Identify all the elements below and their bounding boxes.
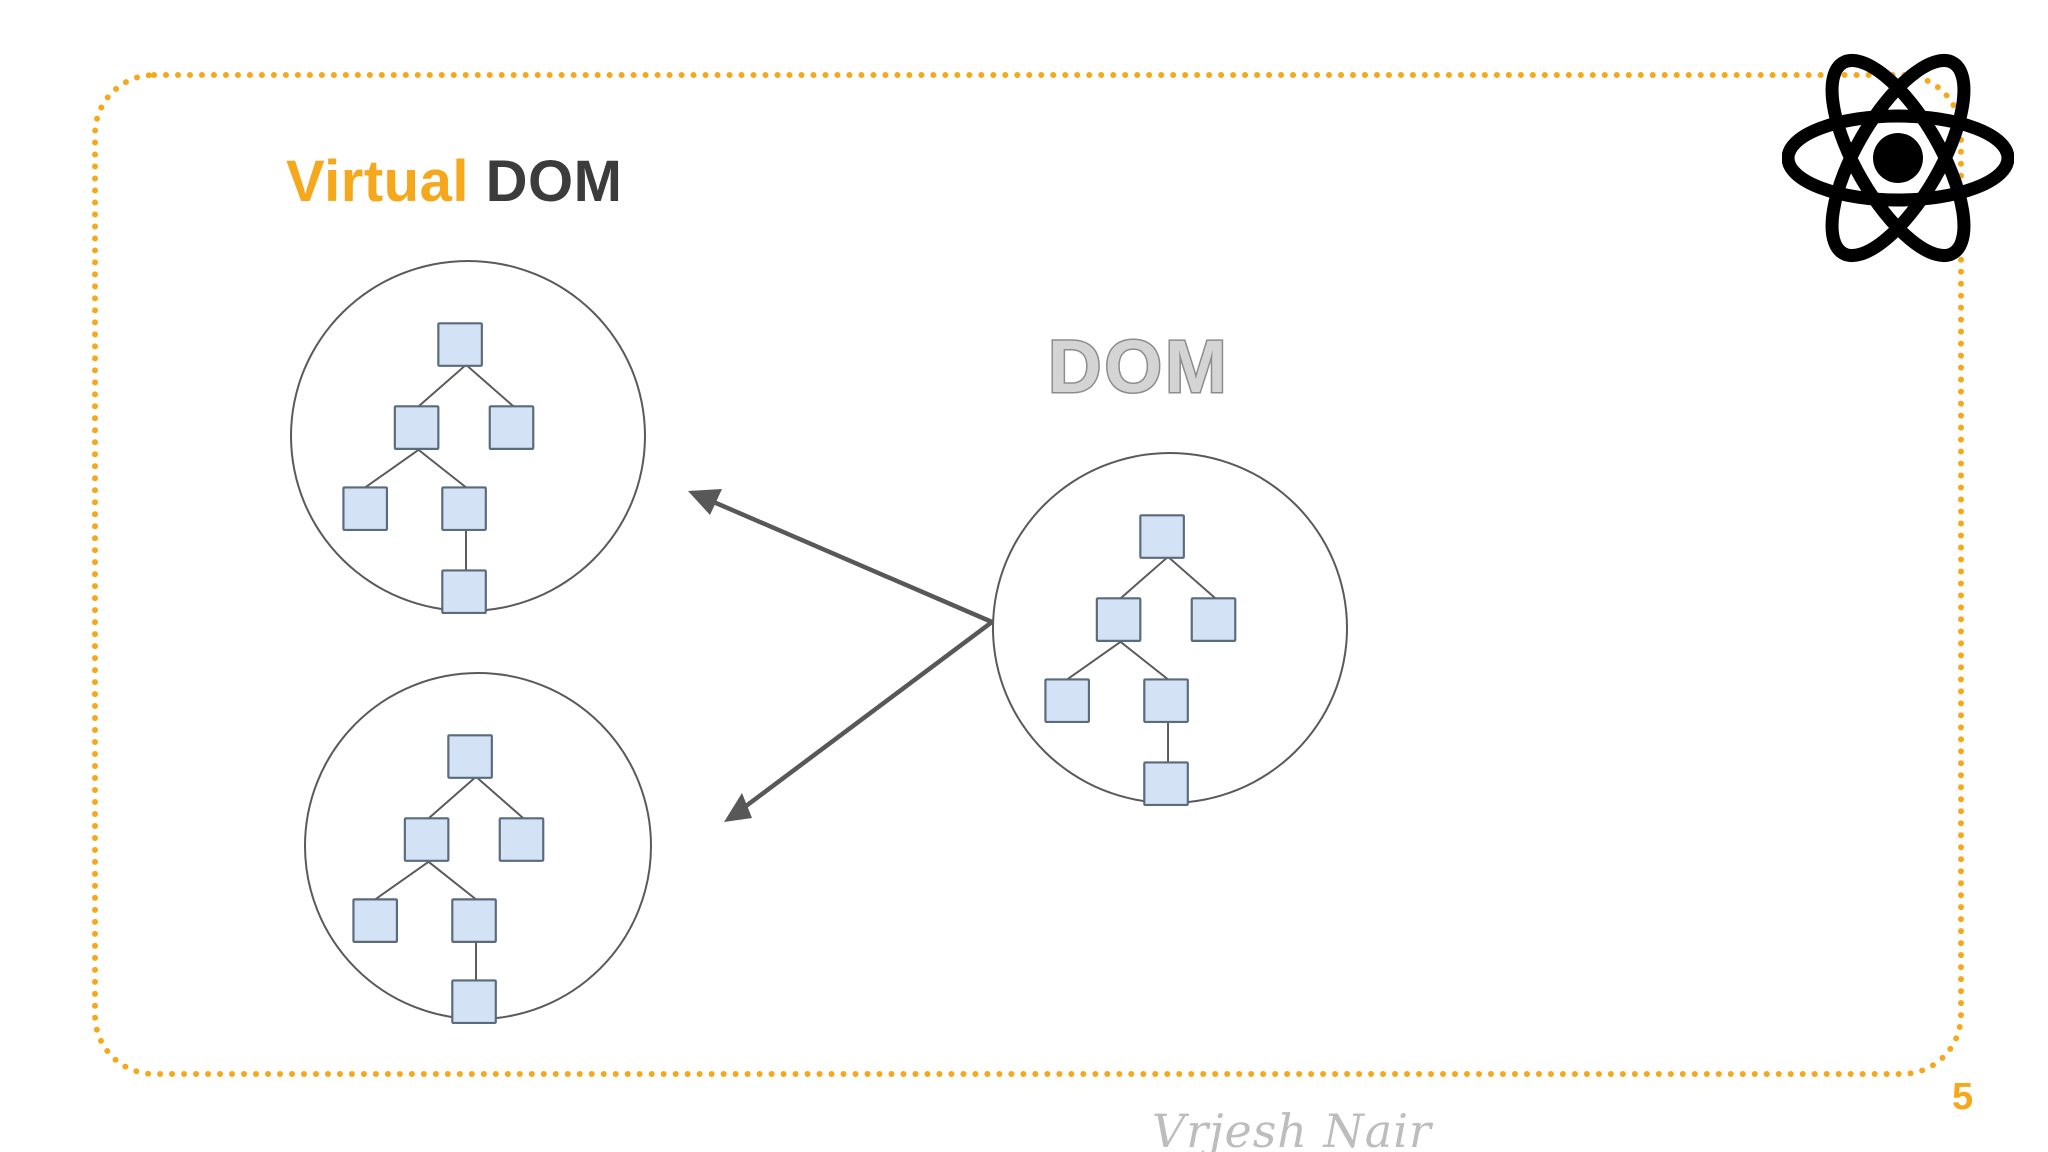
dom-wordart-label: DOM <box>1047 324 1230 410</box>
page-title: Virtual DOM <box>286 148 622 215</box>
tree-node-mid <box>451 898 497 943</box>
virtual-dom-tree-top-circle <box>290 260 646 615</box>
tree-node-left <box>1095 597 1142 642</box>
tree-node-left <box>403 817 450 862</box>
tree-node-leaf-left <box>342 486 389 532</box>
tree-node-mid <box>441 486 487 532</box>
tree-node-root <box>437 322 483 367</box>
footer-signature: Vrjesh Nair <box>1152 1104 1432 1152</box>
title-neutral-word: DOM <box>485 149 623 214</box>
virtual-dom-tree-bottom-circle <box>304 672 652 1025</box>
title-accent-word: Virtual <box>286 149 469 214</box>
tree-node-leaf-left <box>352 898 399 943</box>
tree-node-leaf-bottom <box>1143 761 1189 807</box>
tree-node-right <box>498 817 545 862</box>
dom-tree-graph <box>1044 514 1237 807</box>
tree-node-root <box>447 734 493 779</box>
tree-node-leaf-bottom <box>451 979 497 1025</box>
react-atom-logo <box>1782 53 2014 263</box>
tree-node-right <box>488 405 535 450</box>
dom-tree-circle <box>992 452 1348 807</box>
arrow-dom-to-virtual-dom-top <box>688 489 993 625</box>
tree-node-leaf-left <box>1044 678 1091 724</box>
tree-node-right <box>1190 597 1237 642</box>
arrow-dom-to-virtual-dom-bottom <box>724 620 994 822</box>
tree-node-leaf-bottom <box>441 569 487 615</box>
react-nucleus-icon <box>1873 133 1923 183</box>
tree-node-mid <box>1143 678 1189 724</box>
tree-node-left <box>393 405 440 450</box>
virtual-dom-tree-top-graph <box>342 322 535 615</box>
page-number: 5 <box>1952 1076 1974 1118</box>
virtual-dom-tree-bottom-graph <box>352 734 545 1025</box>
tree-node-root <box>1139 514 1185 559</box>
